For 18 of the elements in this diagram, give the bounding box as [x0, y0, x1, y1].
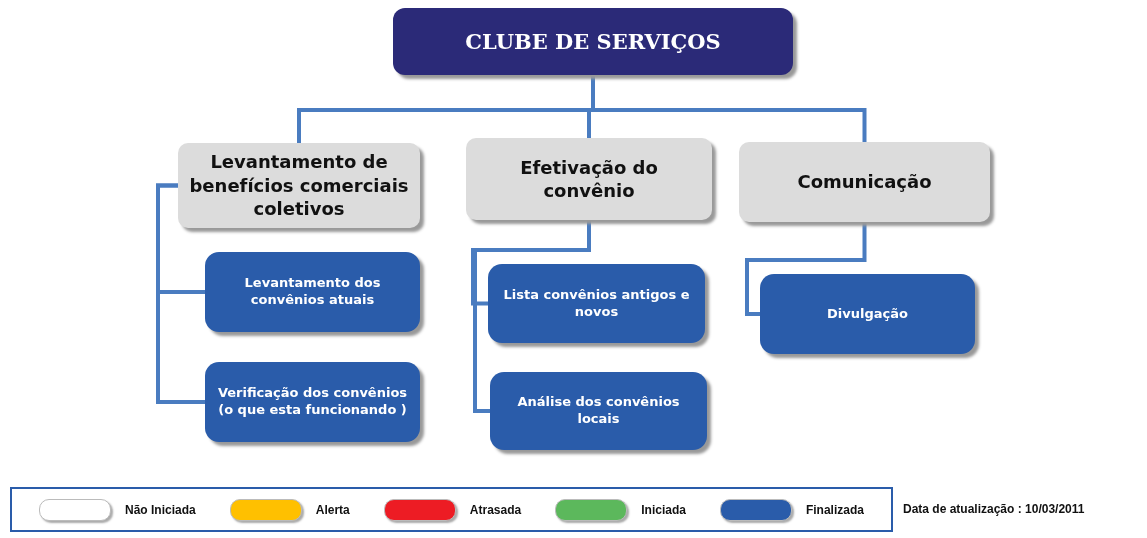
category-box: Levantamento de benefícios comerciais coletivos — [178, 143, 420, 228]
task-box: Análise dos convênios locais — [490, 372, 707, 450]
connector-line — [473, 220, 591, 413]
task-box: Levantamento dos convênios atuais — [205, 252, 420, 332]
legend-label: Iniciada — [641, 502, 686, 517]
category-box: Efetivação do convênio — [466, 138, 712, 220]
connector-line — [745, 222, 867, 316]
legend-label: Finalizada — [805, 502, 864, 517]
update-date-note: Data de atualização : 10/03/2011 — [903, 502, 1085, 516]
task-box: Verificação dos convênios (o que esta funcionando ) — [205, 362, 420, 442]
legend-label: Atrasada — [469, 502, 522, 517]
category-box: Comunicação — [739, 142, 990, 222]
legend-label: Alerta — [315, 502, 350, 517]
task-box: Lista convênios antigos e novos — [488, 264, 705, 343]
legend-label: Não Iniciada — [125, 502, 196, 517]
title-box: CLUBE DE SERVIÇOS — [393, 8, 793, 75]
connector-line — [156, 183, 205, 404]
task-box: Divulgação — [760, 274, 975, 354]
